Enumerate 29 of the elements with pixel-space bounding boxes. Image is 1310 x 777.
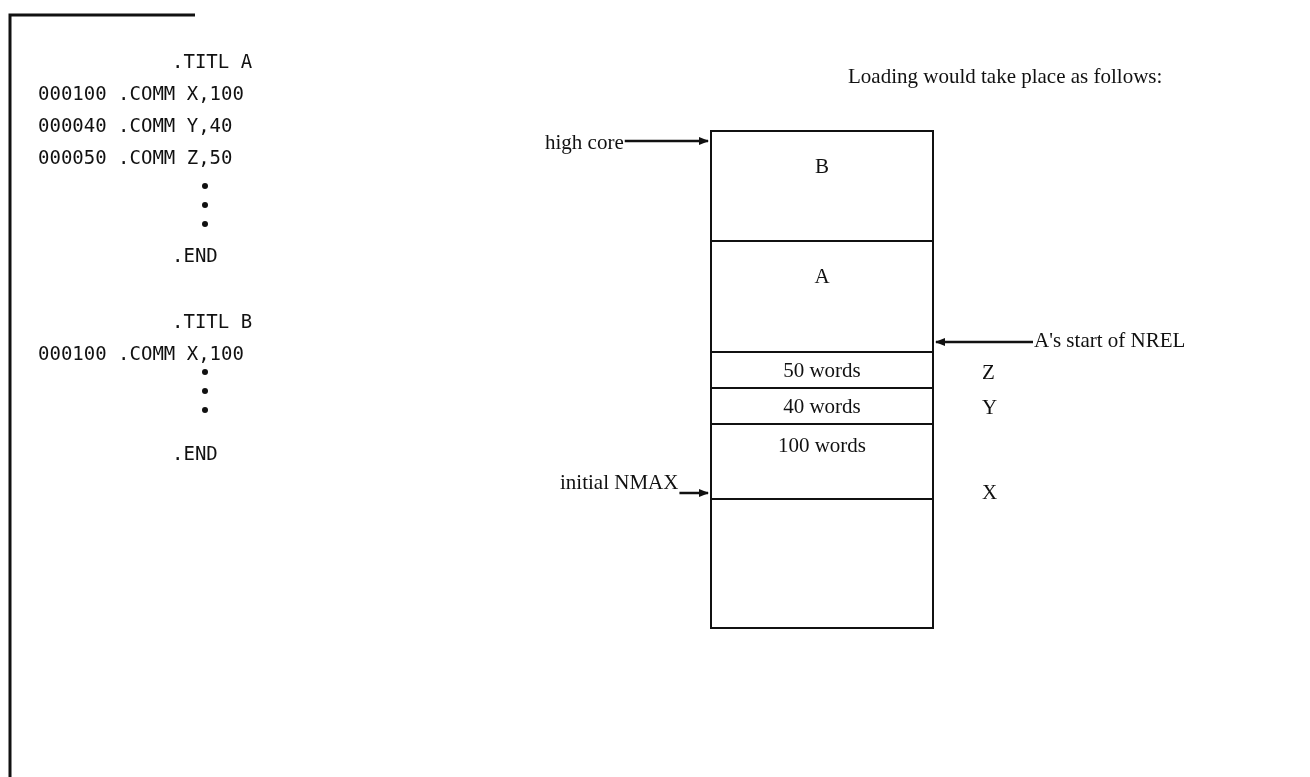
pointer-label: initial NMAX [560,470,679,495]
segment-label: 100 words [777,433,867,457]
memory-segment [710,387,934,425]
segment-label: B [815,154,829,178]
segment-label: 50 words [783,358,861,382]
segment-label: 40 words [783,394,861,418]
variable-name: X [982,480,998,505]
memory-segment [710,498,934,629]
pointer-label: A's start of NREL [1034,328,1186,353]
memory-segment [710,351,934,389]
code-line: .TITL A [172,50,253,72]
code-line: .END [172,442,218,464]
code-line: 000100 .COMM X,100 [38,82,244,104]
diagram-title: Loading would take place as follows: [848,64,1163,89]
code-line: .END [172,244,218,266]
code-line: .TITL B [172,310,253,332]
arrow [624,137,709,145]
arrow [935,338,1033,346]
variable-name: Z [982,360,995,385]
memory-segment [710,423,934,500]
segment-label: A [814,264,830,288]
memory-segment [710,240,934,353]
code-line: 000040 .COMM Y,40 [38,114,233,136]
pointer-label: high core [545,130,624,155]
code-line: 000100 .COMM X,100 [38,342,244,364]
memory-segment [710,130,934,242]
code-line: 000050 .COMM Z,50 [38,146,233,168]
arrow [679,489,709,497]
variable-name: Y [982,395,998,420]
